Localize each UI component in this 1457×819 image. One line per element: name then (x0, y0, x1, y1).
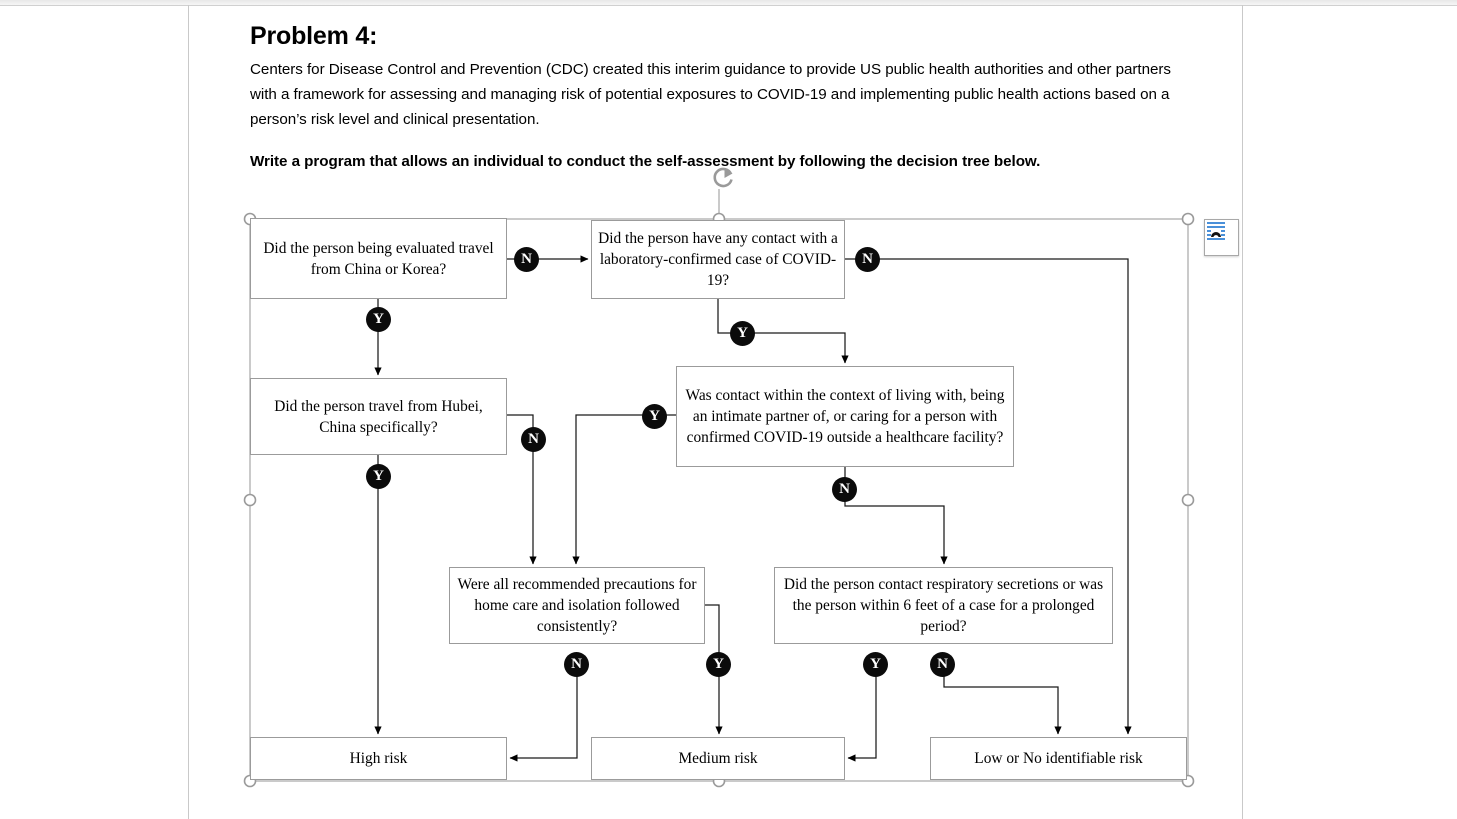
node-low-risk[interactable]: Low or No identifiable risk (930, 737, 1187, 780)
edge-label-text: N (839, 481, 850, 497)
node-label: Were all recommended precautions for hom… (457, 576, 697, 635)
node-label: Did the person contact respiratory secre… (783, 576, 1104, 635)
edge-label-travel-no[interactable]: N (514, 247, 539, 272)
edge-label-text: N (521, 251, 532, 267)
node-travel-china-korea[interactable]: Did the person being evaluated travel fr… (250, 218, 507, 299)
node-label: Low or No identifiable risk (974, 750, 1143, 767)
page-title: Problem 4: (250, 22, 378, 50)
edge-label-text: Y (737, 325, 748, 341)
edge-label-context-yes[interactable]: Y (642, 404, 667, 429)
problem-text-block: Problem 4: Centers for Disease Control a… (250, 22, 1195, 175)
node-label: Was contact within the context of living… (685, 387, 1005, 446)
node-travel-hubei[interactable]: Did the person travel from Hubei, China … (250, 378, 507, 455)
node-lab-confirmed-contact[interactable]: Did the person have any contact with a l… (591, 220, 845, 299)
text-wrap-icon (1207, 222, 1225, 240)
edge-label-text: Y (649, 408, 660, 424)
edge-label-hubei-no[interactable]: N (521, 427, 546, 452)
node-label: Did the person have any contact with a l… (598, 230, 838, 289)
edge-label-text: N (571, 656, 582, 672)
node-high-risk[interactable]: High risk (250, 737, 507, 780)
problem-instruction: Write a program that allows an individua… (250, 152, 1041, 170)
edge-label-lab-yes[interactable]: Y (730, 321, 755, 346)
edge-label-precautions-no[interactable]: N (564, 652, 589, 677)
node-contact-context[interactable]: Was contact within the context of living… (676, 366, 1014, 467)
edge-label-text: Y (713, 656, 724, 672)
page-left-margin-guide (188, 5, 189, 819)
edge-label-text: Y (373, 311, 384, 327)
selection-handles[interactable] (243, 212, 1195, 788)
node-precautions-home-care[interactable]: Were all recommended precautions for hom… (449, 567, 705, 644)
edge-label-context-no[interactable]: N (832, 477, 857, 502)
node-label: Did the person travel from Hubei, China … (274, 397, 483, 436)
document-top-strip (0, 0, 1457, 6)
node-label: Medium risk (678, 750, 758, 767)
edge-label-respiratory-yes[interactable]: Y (863, 652, 888, 677)
edge-label-respiratory-no[interactable]: N (930, 652, 955, 677)
edge-label-text: N (862, 251, 873, 267)
edge-label-text: Y (373, 468, 384, 484)
node-medium-risk[interactable]: Medium risk (591, 737, 845, 780)
edge-label-text: N (937, 656, 948, 672)
edge-label-lab-no[interactable]: N (855, 247, 880, 272)
edge-label-travel-yes[interactable]: Y (366, 307, 391, 332)
rotate-handle[interactable] (710, 163, 738, 191)
edge-label-text: N (528, 431, 539, 447)
node-label: Did the person being evaluated travel fr… (263, 239, 494, 278)
edge-label-hubei-yes[interactable]: Y (366, 464, 391, 489)
problem-description: Centers for Disease Control and Preventi… (250, 60, 1171, 128)
layout-options-button[interactable] (1204, 219, 1239, 256)
node-respiratory-secretions[interactable]: Did the person contact respiratory secre… (774, 567, 1113, 644)
edge-label-text: Y (870, 656, 881, 672)
edge-label-precautions-yes[interactable]: Y (706, 652, 731, 677)
node-label: High risk (349, 750, 408, 767)
page-right-margin-guide (1242, 5, 1243, 819)
